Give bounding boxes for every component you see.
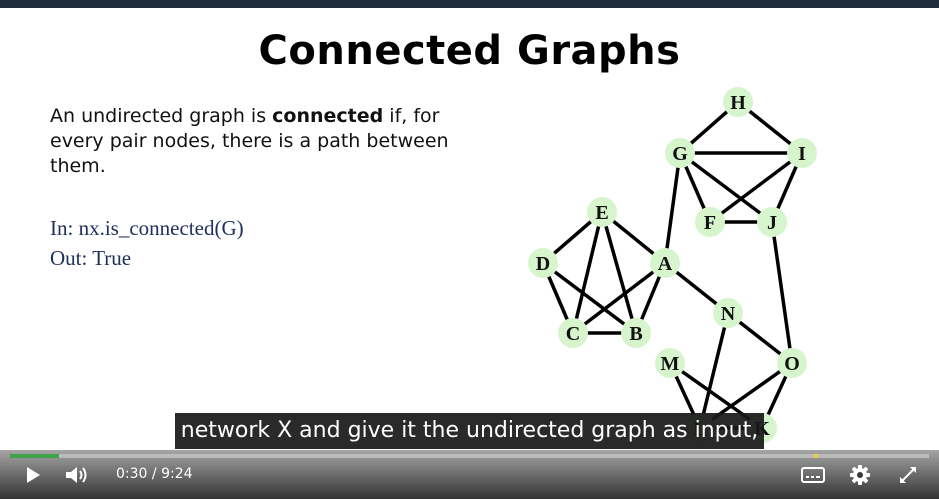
graph-node-circle bbox=[787, 138, 817, 168]
graph-edge-A-C bbox=[571, 261, 667, 335]
graph-edge-J-O bbox=[770, 221, 794, 364]
graph-node-circle bbox=[587, 197, 617, 227]
graph-node-E: E bbox=[587, 197, 617, 227]
settings-button[interactable] bbox=[848, 464, 872, 486]
top-border bbox=[0, 0, 939, 8]
graph-node-I: I bbox=[787, 138, 817, 168]
graph-edge-G-A bbox=[663, 152, 682, 264]
graph-node-circle bbox=[777, 348, 807, 378]
graph-node-A: A bbox=[650, 248, 680, 278]
code-output: Out: True bbox=[50, 246, 132, 270]
volume-icon bbox=[66, 467, 87, 483]
play-button[interactable] bbox=[22, 464, 44, 486]
graph-node-label: G bbox=[672, 143, 688, 165]
graph-node-C: C bbox=[558, 318, 588, 348]
graph-node-circle bbox=[757, 207, 787, 237]
graph-node-label: I bbox=[798, 143, 806, 165]
definition-text: An undirected graph is connected if, for… bbox=[50, 104, 460, 179]
graph-node-label: N bbox=[721, 303, 736, 325]
graph-node-circle bbox=[665, 138, 695, 168]
graph-node-label: H bbox=[730, 92, 746, 114]
control-bar: 0:30 / 9:24 bbox=[0, 450, 939, 499]
graph-node-B: B bbox=[621, 318, 651, 348]
definition-post: if, for every pair nodes, there is a pat… bbox=[50, 105, 449, 177]
graph-node-label: O bbox=[784, 353, 800, 375]
graph-node-circle bbox=[621, 318, 651, 348]
graph-edge-E-C bbox=[571, 211, 604, 334]
subtitle-caption: network X and give it the undirected gra… bbox=[174, 413, 765, 449]
graph-node-N: N bbox=[713, 298, 743, 328]
time-separator: / bbox=[151, 466, 157, 482]
captions-button[interactable] bbox=[800, 464, 826, 486]
volume-button[interactable] bbox=[62, 464, 92, 486]
graph-node-circle bbox=[713, 298, 743, 328]
fullscreen-icon bbox=[900, 467, 916, 483]
graph-edge-I-F bbox=[708, 151, 804, 224]
definition-pre: An undirected graph is bbox=[50, 105, 273, 127]
graph-node-circle bbox=[558, 318, 588, 348]
graph-node-label: F bbox=[704, 212, 716, 234]
graph-node-H: H bbox=[723, 87, 753, 117]
graph-nodes: HGIFJEDACBNMOLK bbox=[528, 87, 817, 443]
slide-title: Connected Graphs bbox=[258, 28, 681, 74]
gear-icon bbox=[850, 465, 870, 485]
current-time: 0:30 bbox=[116, 466, 148, 482]
graph-edge-N-L bbox=[698, 312, 730, 429]
definition-bold: connected bbox=[272, 105, 384, 127]
graph-node-D: D bbox=[528, 248, 558, 278]
graph-node-label: A bbox=[658, 253, 673, 275]
code-input: In: nx.is_connected(G) bbox=[50, 216, 244, 240]
graph-edge-D-B bbox=[541, 261, 638, 335]
graph-node-circle bbox=[655, 348, 685, 378]
graph-node-M: M bbox=[655, 348, 685, 378]
graph-node-circle bbox=[528, 248, 558, 278]
graph-node-circle bbox=[650, 248, 680, 278]
captions-icon bbox=[801, 467, 825, 483]
fullscreen-button[interactable] bbox=[896, 464, 920, 486]
progress-marker bbox=[814, 454, 819, 458]
graph-node-label: C bbox=[566, 323, 580, 345]
graph-node-G: G bbox=[665, 138, 695, 168]
graph-node-O: O bbox=[777, 348, 807, 378]
graph-node-circle bbox=[723, 87, 753, 117]
graph-node-label: B bbox=[629, 323, 642, 345]
play-icon bbox=[27, 467, 40, 483]
graph-node-label: E bbox=[595, 202, 608, 224]
time-display: 0:30 / 9:24 bbox=[116, 466, 193, 482]
graph-node-label: D bbox=[536, 253, 550, 275]
graph-node-F: F bbox=[695, 207, 725, 237]
graph-node-J: J bbox=[757, 207, 787, 237]
graph-edge-G-J bbox=[678, 151, 774, 224]
progress-fill bbox=[10, 454, 59, 458]
graph-node-label: J bbox=[767, 212, 777, 234]
graph-node-circle bbox=[695, 207, 725, 237]
progress-bar[interactable] bbox=[10, 454, 929, 458]
graph-edge-E-B bbox=[600, 211, 638, 334]
duration: 9:24 bbox=[161, 466, 193, 482]
graph-diagram: HGIFJEDACBNMOLK bbox=[528, 87, 817, 443]
graph-node-label: M bbox=[661, 353, 680, 375]
caption-container: network X and give it the undirected gra… bbox=[0, 413, 939, 449]
